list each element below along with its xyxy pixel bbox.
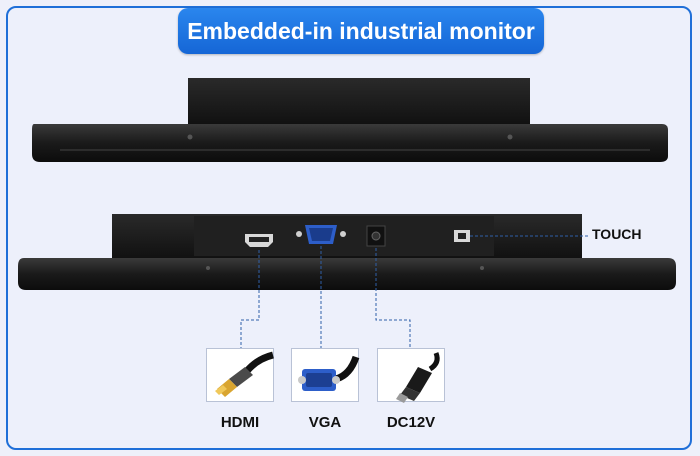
touch-label: TOUCH — [592, 226, 642, 242]
monitor-top-housing — [188, 78, 530, 124]
screw-hole — [206, 266, 210, 270]
dc-barrel-plug-icon — [396, 352, 440, 403]
vga-connector-icon — [298, 355, 360, 391]
vga-label: VGA — [308, 414, 342, 431]
dc-cable-thumbnail — [377, 348, 445, 403]
dc-port-hole — [371, 231, 381, 241]
dc-leader-line — [375, 248, 411, 348]
hdmi-connector-icon — [215, 351, 274, 397]
page-title: Embedded-in industrial monitor — [178, 8, 544, 54]
usb-b-port-slot — [458, 233, 466, 239]
screw-hole — [507, 134, 513, 140]
monitor-bottom-bezel — [18, 258, 676, 290]
leader-lines — [240, 235, 590, 348]
hdmi-label: HDMI — [220, 414, 260, 431]
screw-hole — [480, 266, 484, 270]
vga-port-pins — [309, 228, 333, 241]
dc12v-label: DC12V — [386, 414, 436, 431]
monitor-port-view — [18, 214, 676, 290]
hdmi-leader-line — [240, 250, 260, 348]
page-title-text: Embedded-in industrial monitor — [187, 17, 535, 44]
hdmi-port-slot — [249, 237, 269, 242]
vga-cable-thumbnail — [291, 348, 360, 402]
vga-screw-left — [296, 231, 302, 237]
screw-hole — [187, 134, 193, 140]
monitor-top-view — [32, 78, 668, 162]
monitor-top-bezel — [32, 124, 668, 162]
vga-screw-right — [340, 231, 346, 237]
hdmi-cable-thumbnail — [206, 348, 274, 402]
